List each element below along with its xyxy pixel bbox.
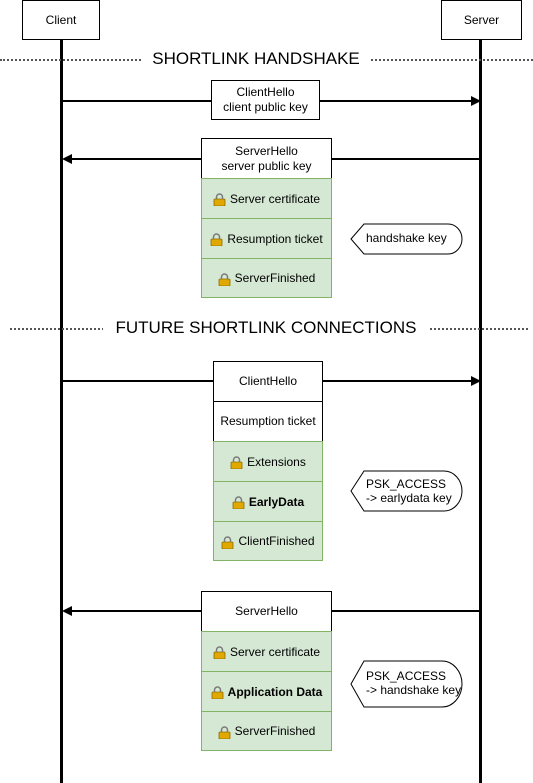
lock-icon [222, 535, 234, 549]
resumption-ticket-plain: Resumption ticket [213, 401, 323, 442]
encrypted-item: EarlyData [213, 481, 323, 522]
callout-shape [350, 223, 463, 255]
lock-icon [213, 646, 226, 659]
callout-handshake-key: handshake key [366, 231, 447, 245]
callout-shape [350, 470, 463, 512]
message-label: ClientHello [236, 85, 295, 99]
lock-icon [232, 496, 245, 509]
encrypted-item: ServerFinished [201, 258, 332, 298]
lock-icon [211, 686, 224, 699]
arrowhead-left [62, 606, 72, 616]
lock-icon [218, 725, 231, 739]
callout-handshake-key-2: PSK_ACCESS -> handshake key [366, 669, 462, 697]
section-title-handshake: SHORTLINK HANDSHAKE [142, 48, 370, 70]
serverhello-message: ServerHello [201, 591, 332, 632]
client-label: Client [45, 13, 77, 27]
clienthello-message: ClientHello client public key [211, 80, 320, 120]
message-label: ServerHello [235, 604, 298, 618]
callout-earlydata-key: PSK_ACCESS -> earlydata key [366, 477, 452, 505]
encrypted-item: ClientFinished [213, 521, 323, 561]
encrypted-item: Resumption ticket [201, 218, 332, 259]
encrypted-item: Extensions [213, 441, 323, 482]
lock-icon [230, 456, 243, 469]
arrowhead-right [471, 96, 481, 106]
lock-icon [218, 272, 231, 286]
encrypted-item: Server certificate [201, 631, 332, 672]
server-participant: Server [441, 0, 522, 40]
encrypted-item: ServerFinished [201, 711, 332, 751]
clienthello-message: ClientHello [213, 361, 323, 402]
server-lifeline [479, 40, 482, 783]
lock-icon [213, 193, 226, 206]
message-sublabel: server public key [221, 158, 312, 173]
message-label: ServerHello [235, 143, 298, 158]
callout-shape [350, 660, 463, 708]
arrowhead-left [62, 154, 72, 164]
serverhello-message: ServerHello server public key [201, 138, 332, 179]
message-sublabel: client public key [223, 100, 308, 114]
lock-icon [210, 233, 223, 246]
section-title-future: FUTURE SHORTLINK CONNECTIONS [103, 317, 429, 339]
message-label: ClientHello [238, 374, 298, 388]
server-label: Server [463, 13, 500, 27]
client-participant: Client [22, 0, 100, 40]
encrypted-item: Server certificate [201, 178, 332, 219]
arrowhead-right [471, 376, 481, 386]
client-lifeline [60, 40, 63, 783]
encrypted-item: Application Data [201, 671, 332, 712]
